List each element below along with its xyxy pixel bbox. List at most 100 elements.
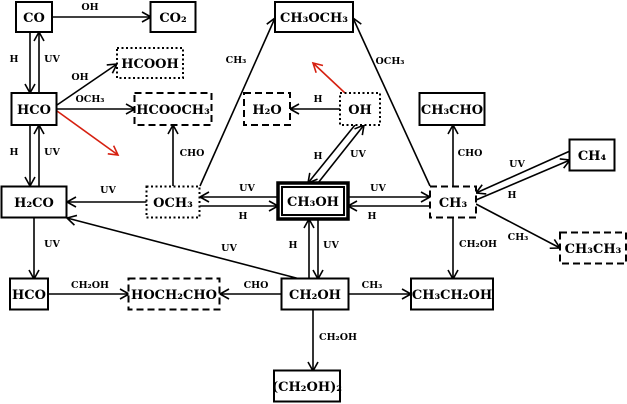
node-hoch2cho: HOCH₂CHO xyxy=(127,277,221,311)
edge-ch4-to-ch3: UV xyxy=(474,150,571,195)
edge-label: UV xyxy=(100,185,116,196)
edge-ch3oh-to-och3: UV xyxy=(198,183,278,203)
edge-ch3-to-ch3cho: CHO xyxy=(447,123,483,186)
edge-hco-top-to-hcooch3: OCH₃ xyxy=(57,94,137,115)
node-box xyxy=(10,92,58,126)
edge-hco-top-to-co: UV xyxy=(33,30,60,93)
node-label: (CH₂OH)₂ xyxy=(272,380,342,395)
edge-label: CHO xyxy=(180,148,205,159)
edge-ch2oh-to-hoch2cho: CHO xyxy=(218,280,282,300)
node-box xyxy=(559,231,627,265)
edge-h2co-to-hco-top: UV xyxy=(33,123,60,186)
node-label: OH xyxy=(348,103,372,118)
edge-label: H xyxy=(508,190,517,201)
edge-label: UV xyxy=(509,159,525,170)
edge-label: H xyxy=(289,240,298,251)
arrow-line xyxy=(317,123,366,184)
node-box xyxy=(145,185,201,219)
node-box xyxy=(243,92,291,126)
edge-label: UV xyxy=(370,183,386,194)
node-box xyxy=(127,277,221,311)
node-label: CO₂ xyxy=(159,11,186,26)
node-label: CO xyxy=(23,11,45,26)
edge-och3-to-ch3oh: H xyxy=(200,200,280,222)
node-ch4: CH₄ xyxy=(568,138,616,172)
edge-label: OCH₃ xyxy=(376,56,405,67)
node-hco-bottom: HCO xyxy=(9,277,49,311)
arrow-line xyxy=(311,61,346,94)
edge-label: CH₂OH xyxy=(459,239,497,250)
arrow-line xyxy=(475,158,572,201)
edge-ch3-to-ch4: H xyxy=(475,158,572,201)
arrow-line xyxy=(56,63,119,106)
node-box xyxy=(133,92,213,126)
edge-och3-to-h2co: UV xyxy=(65,185,147,208)
edge-label: UV xyxy=(44,147,60,158)
node-hcooh: HCOOH xyxy=(116,47,184,79)
node-label: HOCH₂CHO xyxy=(131,288,217,303)
edge-label: OCH₃ xyxy=(76,94,105,105)
edge-label: H xyxy=(314,94,323,105)
arrow-line xyxy=(475,203,562,250)
highlight-arrow xyxy=(311,61,346,94)
node-h2o: H₂O xyxy=(243,92,291,126)
edge-hco-top-to-h2co: H xyxy=(10,125,36,188)
node-box xyxy=(15,1,53,33)
node-label: HCOOH xyxy=(121,57,179,72)
node-label: HCO xyxy=(17,103,51,118)
edge-label: UV xyxy=(350,149,366,160)
node-box xyxy=(276,181,350,221)
node-label: CH₃OCH₃ xyxy=(280,11,348,26)
edge-co-to-co2: OH xyxy=(52,2,153,23)
node-label: CH₃OH xyxy=(287,195,339,210)
edge-co-to-hco-top: H xyxy=(10,32,36,95)
node-label: CH₃ xyxy=(439,196,468,211)
edge-ch2oh-to-ch2oh2: CH₂OH xyxy=(307,310,357,373)
node-box xyxy=(339,92,381,126)
node-h2co: H₂CO xyxy=(0,185,68,219)
edge-label: CHO xyxy=(458,148,483,159)
edge-ch2oh-to-h2co: UV xyxy=(65,214,301,280)
edge-label: H xyxy=(10,147,19,158)
node-label: CH₃CHO xyxy=(421,103,483,118)
edge-ch3oh-to-oh: UV xyxy=(317,123,366,184)
edge-label: UV xyxy=(323,240,339,251)
node-ch3cho: CH₃CHO xyxy=(418,92,486,126)
edge-label: CHO xyxy=(244,280,269,291)
edge-ch3oh-to-ch3: UV xyxy=(348,183,432,203)
edge-ch2oh-to-ch3oh: H xyxy=(289,217,315,279)
edge-och3-to-ch3och3: CH₃ xyxy=(199,16,277,187)
edge-label: H xyxy=(10,54,19,65)
node-hco-top: HCO xyxy=(10,92,58,126)
node-label: H₂CO xyxy=(14,196,54,211)
node-box xyxy=(9,277,49,311)
node-ch3och3: CH₃OCH₃ xyxy=(274,1,354,33)
edge-label: H xyxy=(314,151,323,162)
edge-label: CH₂OH xyxy=(319,332,357,343)
node-ch2oh: CH₂OH xyxy=(280,277,350,311)
node-ch2oh2: (CH₂OH)₂ xyxy=(272,369,342,403)
edge-och3-to-hcooch3: CHO xyxy=(167,123,205,186)
edge-h2co-to-hco-bottom: UV xyxy=(28,217,60,281)
edge-hco-bottom-to-hoch2cho: CH₂OH xyxy=(48,280,131,300)
node-label: CH₄ xyxy=(578,149,607,164)
edge-label: CH₃ xyxy=(226,55,247,66)
edge-label: UV xyxy=(239,183,255,194)
edge-label: UV xyxy=(221,243,237,254)
edge-ch3-to-ch3ch2oh: CH₂OH xyxy=(447,217,497,281)
node-box xyxy=(0,185,68,219)
edge-label: OH xyxy=(81,2,98,13)
node-co: CO xyxy=(15,1,53,33)
node-label: CH₂OH xyxy=(289,288,341,303)
arrow-line xyxy=(65,214,301,280)
edge-label: CH₃ xyxy=(508,232,529,243)
node-inner-box xyxy=(281,186,345,216)
edge-hco-top-to-hcooh: OH xyxy=(56,63,119,106)
node-label: OCH₃ xyxy=(153,196,193,211)
node-ch3: CH₃ xyxy=(429,185,477,219)
node-box xyxy=(116,47,184,79)
node-ch3ch3: CH₃CH₃ xyxy=(559,231,627,265)
edge-label: CH₂OH xyxy=(71,280,109,291)
